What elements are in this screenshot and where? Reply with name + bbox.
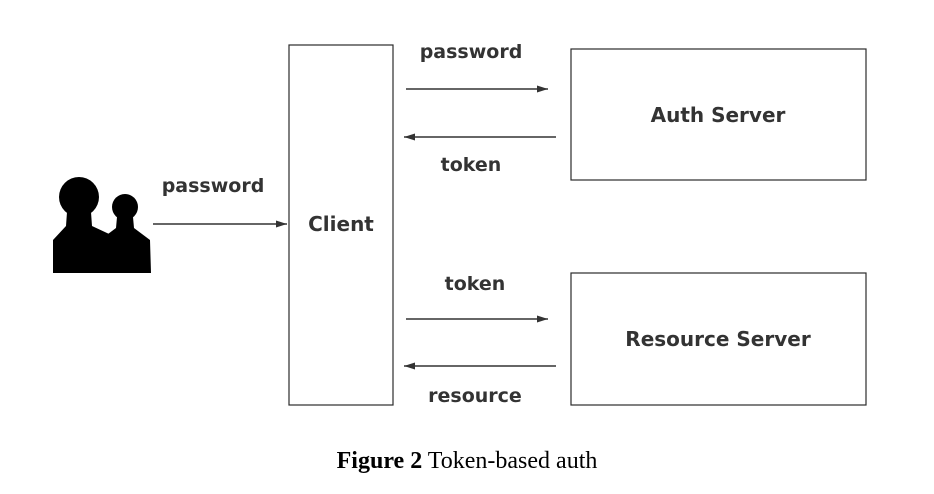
figure-caption: Figure 2 Token-based auth	[0, 448, 934, 475]
resource-server-box	[570, 272, 867, 406]
figure-title: Token-based auth	[427, 448, 598, 474]
edge-label-user-password: password	[162, 175, 265, 197]
edge-label-client-password: password	[420, 41, 523, 63]
edge-auth-to-client: token	[404, 133, 556, 176]
auth-server-box	[570, 48, 867, 181]
resource-server-node: Resource Server	[570, 272, 867, 406]
auth-server-label: Auth Server	[651, 103, 786, 127]
users-icon	[53, 177, 151, 273]
client-node: Client	[288, 44, 394, 406]
edge-label-auth-token: token	[441, 154, 502, 176]
figure-number: Figure 2	[336, 448, 423, 474]
client-box	[288, 44, 394, 406]
resource-server-label: Resource Server	[625, 327, 811, 351]
edge-resource-to-client: resource	[404, 362, 556, 407]
client-label: Client	[308, 212, 374, 236]
edge-client-to-auth: password	[406, 41, 548, 93]
edge-client-to-resource: token	[406, 273, 548, 323]
auth-server-node: Auth Server	[570, 48, 867, 181]
edge-user-to-client: password	[153, 175, 287, 228]
edge-label-client-token: token	[445, 273, 506, 295]
edge-label-resource: resource	[428, 385, 522, 407]
